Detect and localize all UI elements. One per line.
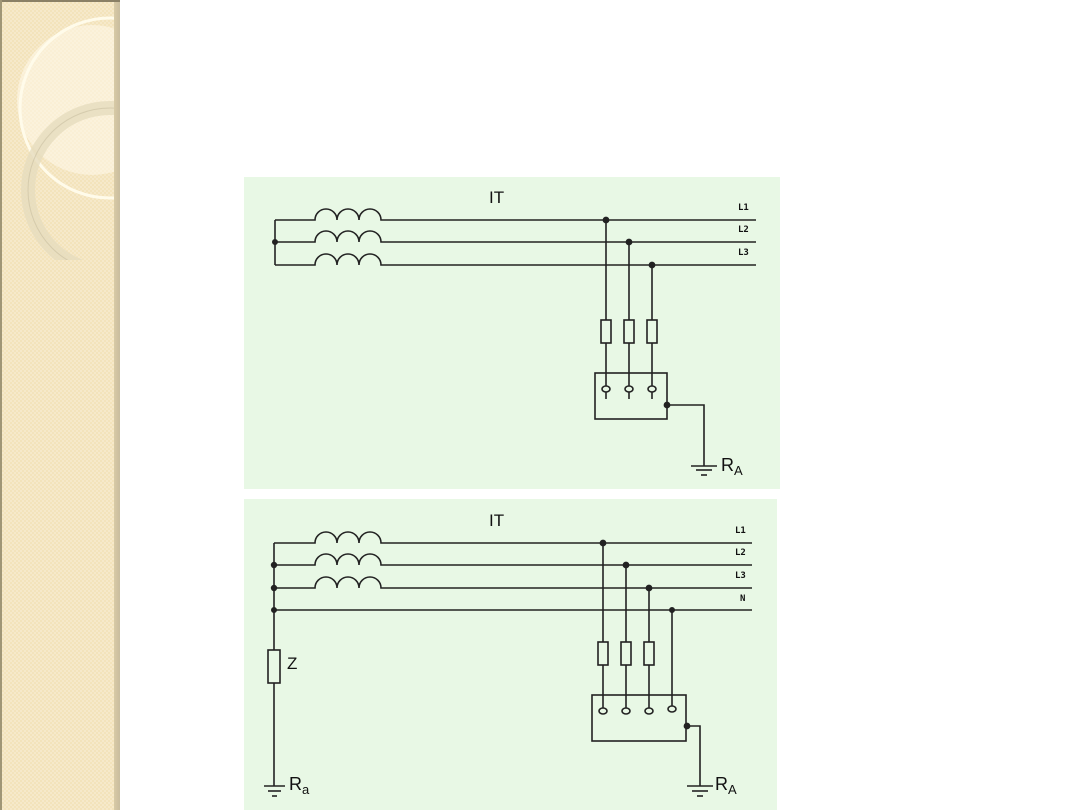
earth-label-source: Ra	[289, 774, 310, 797]
diagram-title: IT	[489, 511, 505, 530]
fuse	[623, 319, 635, 344]
fuse	[646, 319, 658, 344]
strip-border	[0, 0, 2, 810]
line-label-l1: L1	[735, 526, 746, 536]
load-enclosure	[594, 372, 668, 420]
terminal	[647, 385, 657, 393]
it-system-diagram-3-wire: IT L1 L2 L3 RA	[244, 177, 780, 489]
terminal	[621, 707, 631, 715]
line-label-l3: L3	[738, 248, 749, 258]
fuse	[600, 319, 612, 344]
line-l2	[275, 230, 756, 243]
load-enclosure	[591, 694, 687, 742]
earth-label-load: RA	[715, 774, 737, 797]
strip-border	[0, 0, 120, 2]
earth-conductor	[667, 404, 705, 466]
terminal	[598, 707, 608, 715]
terminal	[624, 385, 634, 393]
fuse	[620, 641, 632, 666]
impedance-label: Z	[287, 654, 298, 673]
terminal	[644, 707, 654, 715]
it-system-diagram-4-wire: IT L1 L2 L3 N Z Ra RA	[244, 499, 777, 810]
fuse	[597, 641, 609, 666]
impedance	[267, 649, 281, 684]
schematic-3-wire	[271, 208, 756, 476]
terminal	[667, 705, 677, 713]
schematic-4-wire	[264, 531, 752, 797]
line-label-l1: L1	[738, 203, 749, 213]
line-label-n: N	[740, 594, 746, 604]
earth-label-load: RA	[721, 455, 743, 478]
fuse	[643, 641, 655, 666]
diagram-title: IT	[489, 188, 505, 207]
line-l3	[275, 253, 756, 266]
line-l2	[274, 553, 752, 566]
earth-conductor	[687, 725, 701, 786]
line-label-l2: L2	[738, 225, 749, 235]
line-l3	[274, 576, 752, 589]
strip-edge	[114, 0, 120, 810]
decorative-circles	[17, 16, 120, 260]
line-l1	[274, 531, 752, 544]
terminal	[601, 385, 611, 393]
line-label-l3: L3	[735, 571, 746, 581]
line-l1	[275, 208, 756, 221]
line-label-l2: L2	[735, 548, 746, 558]
